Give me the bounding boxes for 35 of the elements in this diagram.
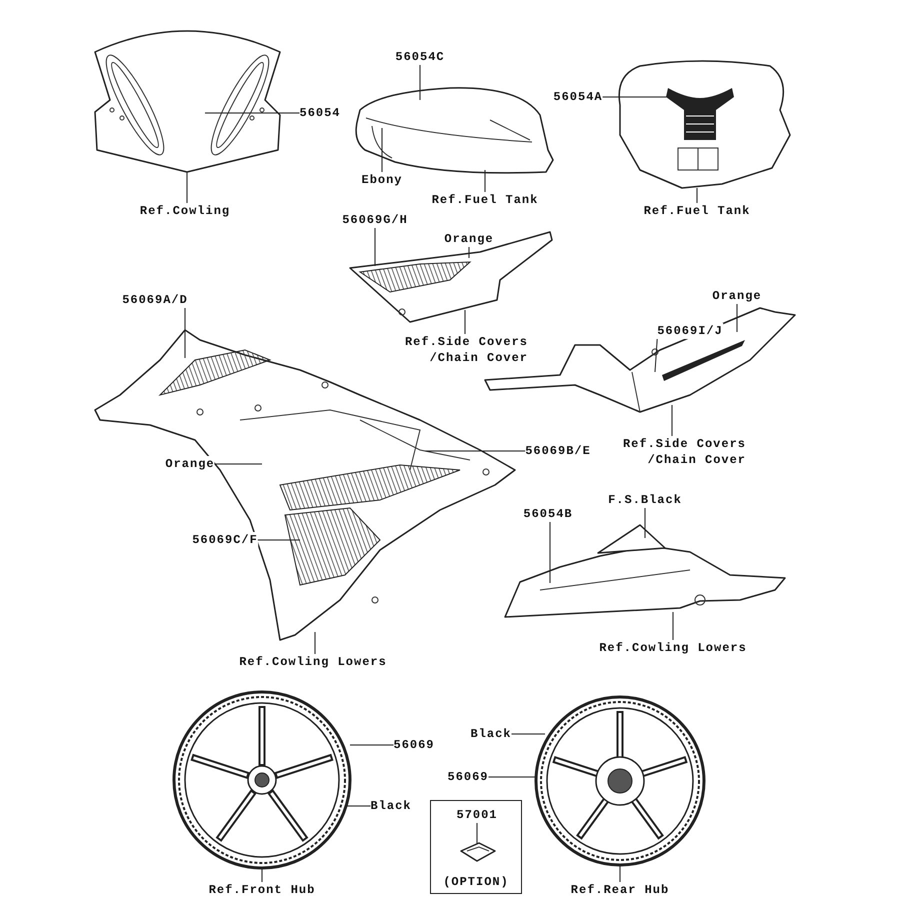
reference-label: Ref.Cowling Lowers [599,640,747,656]
leader-line [204,112,300,114]
clip-drawing [460,842,496,862]
leader-line [696,188,698,204]
lower-cowling-drawing [504,524,786,619]
wheel-drawing [172,690,352,870]
leader-line [464,310,466,334]
leader-line [488,776,536,778]
leader-line [374,228,376,266]
leader-line [654,338,658,372]
part-number: 56069C/F [192,532,258,548]
tank-pad-drawing [617,58,790,189]
windscreen-drawing [93,28,283,174]
leader-line [736,304,738,332]
leader-line [186,172,188,204]
leader-line [350,744,394,746]
color-note: Orange [444,231,494,247]
leader-line [314,632,316,654]
option-box [430,800,522,894]
color-note: Orange [712,288,762,304]
leader-line [468,246,470,258]
leader-line [672,612,674,640]
leader-line [424,450,526,452]
reference-label: Ref.Cowling Lowers [239,654,387,670]
side-cover-drawing [349,231,553,323]
option-label: (OPTION) [442,875,510,889]
leader-line [484,170,486,192]
wheel-drawing [534,695,706,867]
part-number: 56069I/J [657,323,723,339]
color-note: Ebony [362,172,402,188]
leader-line [644,508,646,538]
leader-line [184,308,186,358]
reference-label: Ref.Cowling [140,203,230,219]
color-note: Orange [165,456,215,472]
leader-line [476,822,478,844]
